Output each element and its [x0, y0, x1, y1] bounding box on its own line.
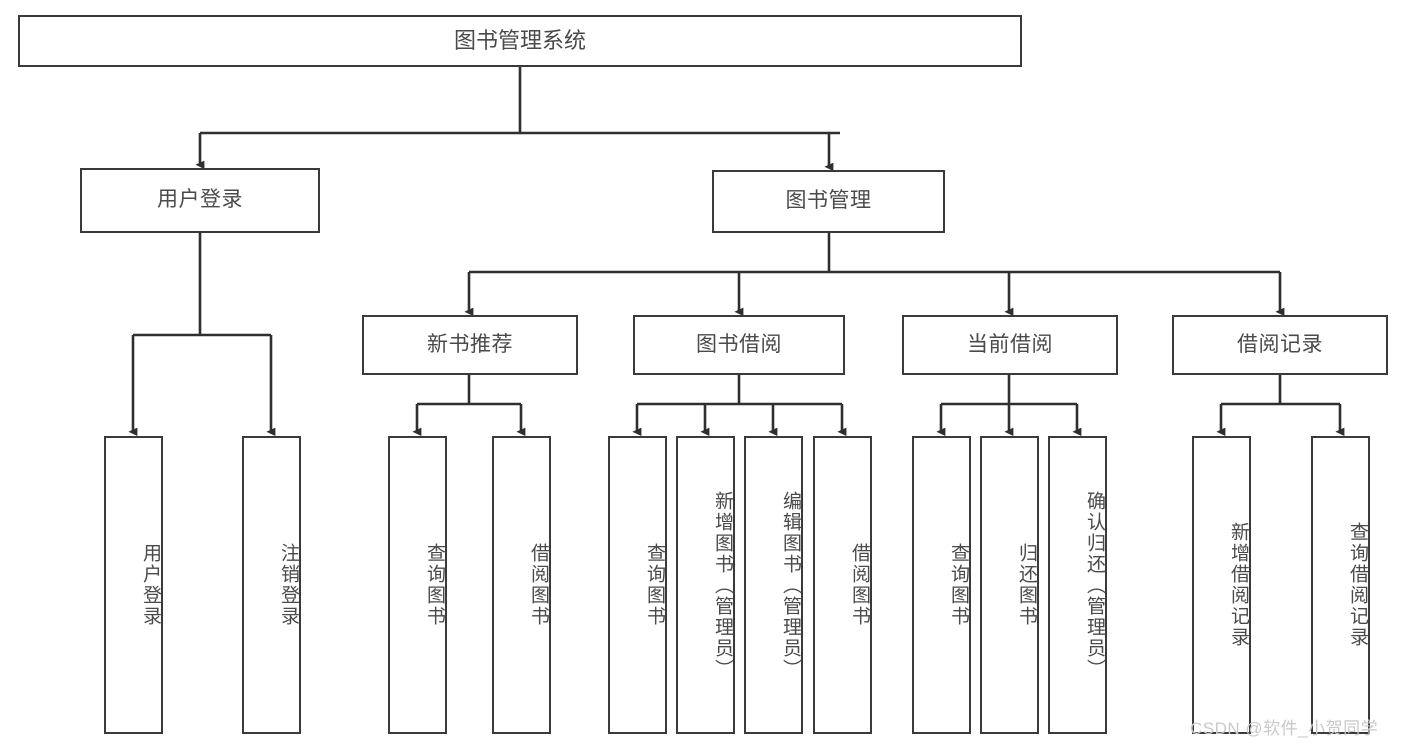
- node-label: 查询图书: [424, 543, 445, 627]
- node-label: 归还图书: [1016, 543, 1037, 627]
- leaf-current-3[interactable]: 确认归还（管理员）: [1048, 436, 1107, 734]
- node-user-login[interactable]: 用户登录: [80, 168, 320, 233]
- leaf-new-book-2[interactable]: 借阅图书: [492, 436, 551, 734]
- csdn-watermark: CSDN @软件_小贺同学: [1190, 719, 1379, 738]
- leaf-records-1[interactable]: 新增借阅记录: [1192, 436, 1251, 734]
- node-label: 借阅记录: [1237, 332, 1323, 356]
- leaf-borrow-1[interactable]: 查询图书: [608, 436, 667, 734]
- node-label: 用户登录: [140, 543, 161, 627]
- leaf-current-1[interactable]: 查询图书: [912, 436, 971, 734]
- leaf-borrow-3[interactable]: 编辑图书（管理员）: [744, 436, 803, 734]
- node-label: 图书管理: [785, 189, 872, 213]
- node-label: 借阅图书: [528, 543, 549, 627]
- leaf-current-2[interactable]: 归还图书: [980, 436, 1039, 734]
- node-label: 图书借阅: [696, 332, 782, 356]
- node-label: 查询图书: [948, 543, 969, 627]
- node-label: 编辑图书（管理员）: [780, 490, 801, 680]
- node-new-book-recommend[interactable]: 新书推荐: [362, 315, 578, 375]
- leaf-records-2[interactable]: 查询借阅记录: [1311, 436, 1370, 734]
- leaf-user-login-2[interactable]: 注销登录: [242, 436, 301, 734]
- node-label: 图书管理系统: [453, 28, 586, 54]
- leaf-borrow-4[interactable]: 借阅图书: [813, 436, 872, 734]
- node-label: 查询图书: [644, 543, 665, 627]
- node-book-management[interactable]: 图书管理: [712, 170, 945, 233]
- node-current-borrow[interactable]: 当前借阅: [902, 315, 1118, 375]
- node-label: 确认归还（管理员）: [1084, 490, 1105, 680]
- node-book-borrow[interactable]: 图书借阅: [633, 315, 845, 375]
- node-label: 新增借阅记录: [1228, 522, 1249, 648]
- leaf-borrow-2[interactable]: 新增图书（管理员）: [676, 436, 735, 734]
- node-label: 注销登录: [278, 543, 299, 627]
- node-label: 借阅图书: [849, 543, 870, 627]
- node-label: 用户登录: [157, 188, 243, 212]
- node-label: 查询借阅记录: [1347, 522, 1368, 648]
- leaf-new-book-1[interactable]: 查询图书: [388, 436, 447, 734]
- node-label: 新增图书（管理员）: [712, 490, 733, 680]
- node-label: 当前借阅: [967, 332, 1053, 356]
- node-label: 新书推荐: [427, 332, 513, 356]
- node-root-system[interactable]: 图书管理系统: [18, 15, 1022, 67]
- leaf-user-login-1[interactable]: 用户登录: [104, 436, 163, 734]
- node-borrow-records[interactable]: 借阅记录: [1172, 315, 1388, 375]
